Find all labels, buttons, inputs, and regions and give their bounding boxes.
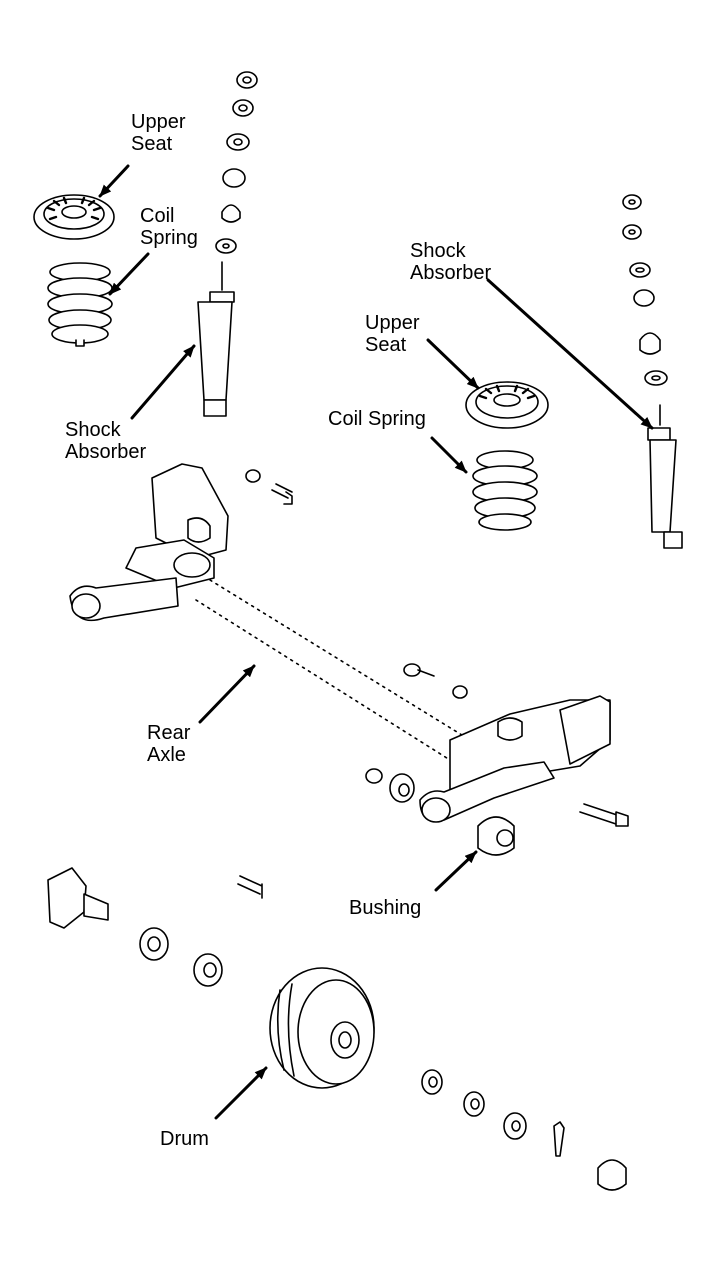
arrow-left-shock-absorber <box>130 344 196 420</box>
left-shock-hardware-stack <box>215 71 258 254</box>
label-left-coil-spring: Coil Spring <box>140 205 198 249</box>
arrow-left-coil-spring <box>108 252 150 296</box>
arrow-bushing <box>434 850 478 892</box>
hub-spindle-and-bearings <box>47 867 263 987</box>
right-shock-hardware-stack <box>622 194 668 386</box>
arrow-right-coil-spring <box>430 436 468 474</box>
arrow-rear-axle <box>198 664 256 724</box>
arrow-drum <box>214 1066 268 1120</box>
drum-retaining-hardware <box>421 1069 627 1191</box>
label-left-upper-seat: Upper Seat <box>131 111 186 155</box>
label-rear-axle: Rear Axle <box>147 722 191 766</box>
arrow-left-upper-seat <box>98 164 130 198</box>
left-shock-absorber-part <box>197 261 235 417</box>
label-drum: Drum <box>160 1128 209 1150</box>
right-coil-spring-part <box>472 450 538 531</box>
label-right-upper-seat: Upper Seat <box>365 312 420 356</box>
label-right-shock-absorber: Shock Absorber <box>410 240 492 284</box>
right-shock-absorber-part <box>647 404 683 549</box>
arrow-right-upper-seat <box>426 338 480 390</box>
rear-axle-assembly <box>69 463 611 856</box>
left-upper-seat-part <box>33 194 115 240</box>
arrow-right-shock-absorber <box>486 278 654 430</box>
leader-arrows <box>98 164 654 1120</box>
label-right-coil-spring: Coil Spring <box>328 408 426 430</box>
axle-bolts-and-nuts <box>245 469 629 827</box>
right-upper-seat-part <box>465 381 549 429</box>
brake-drum-part <box>269 967 375 1089</box>
label-left-shock-absorber: Shock Absorber <box>65 419 147 463</box>
left-coil-spring-part <box>47 262 113 347</box>
label-bushing: Bushing <box>349 897 422 919</box>
